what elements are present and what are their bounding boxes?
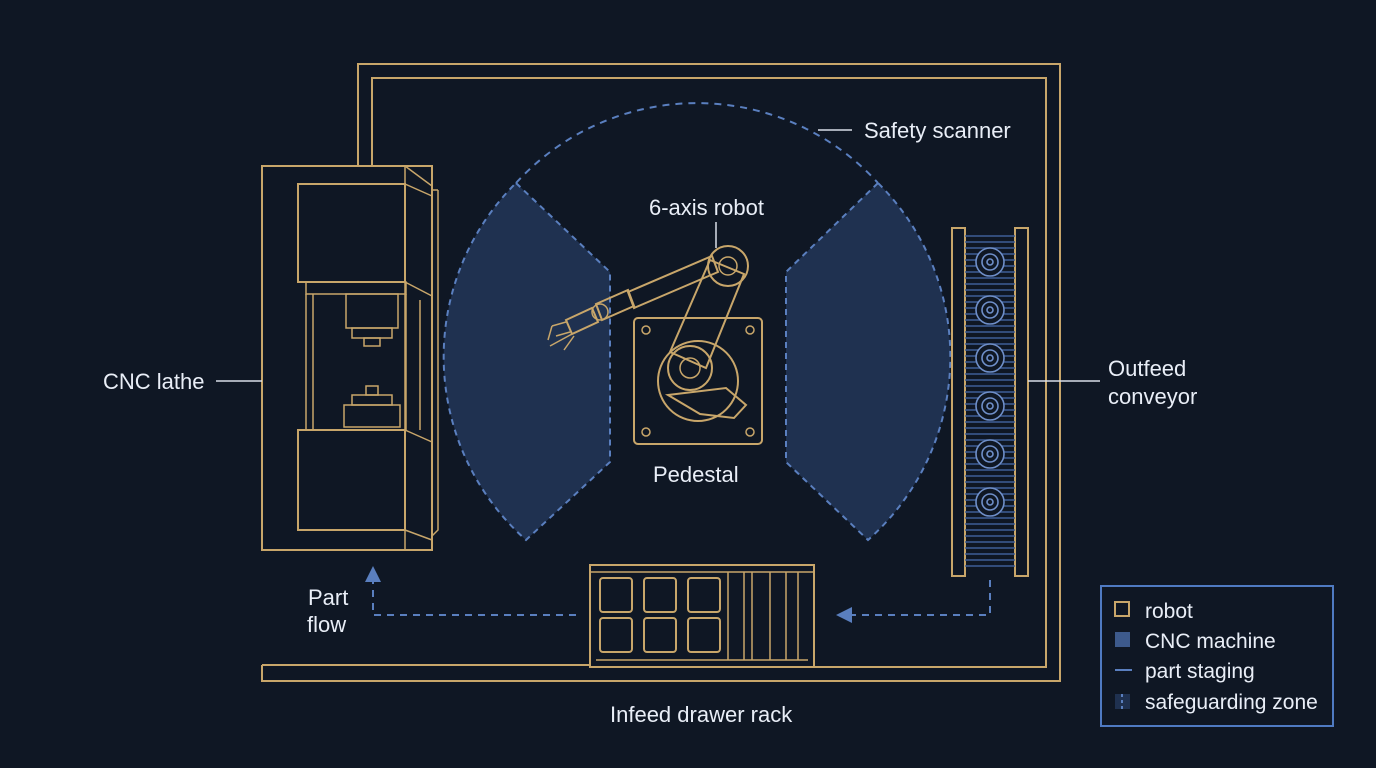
conveyor-roller	[981, 397, 999, 415]
pedestal-label: Pedestal	[653, 462, 739, 487]
legend-item-staging: part staging	[1145, 660, 1255, 683]
cnc-lathe	[261, 165, 439, 551]
legend-cnc-swatch	[1115, 632, 1130, 647]
part-flow-label-line1: Part	[308, 585, 348, 610]
safety-scanner-arc	[515, 102, 879, 184]
legend-item-cnc: CNC machine	[1145, 630, 1276, 653]
conveyor-roller	[981, 493, 999, 511]
infeed-label: Infeed drawer rack	[610, 702, 793, 727]
cnc-lathe-label: CNC lathe	[103, 369, 204, 394]
safeguarding-zone-right	[785, 181, 952, 542]
conveyor-roller	[986, 402, 994, 410]
pedestal	[633, 317, 763, 445]
conveyor-roller	[981, 253, 999, 271]
legend-item-zone: safeguarding zone	[1145, 691, 1318, 714]
six-axis-robot	[547, 245, 749, 420]
outfeed-label-line1: Outfeed	[1108, 356, 1186, 381]
arrow-left-icon	[836, 607, 852, 623]
conveyor-roller	[986, 258, 994, 266]
conveyor-roller	[975, 247, 1005, 277]
outfeed-conveyor	[951, 227, 1029, 577]
conveyor-roller	[975, 391, 1005, 421]
conveyor-roller	[986, 306, 994, 314]
conveyor-roller	[975, 343, 1005, 373]
conveyor-roller	[975, 439, 1005, 469]
outfeed-label-line2: conveyor	[1108, 384, 1197, 409]
conveyor-roller	[975, 487, 1005, 517]
conveyor-roller	[981, 301, 999, 319]
conveyor-roller	[981, 445, 999, 463]
conveyor-roller	[986, 498, 994, 506]
safety-scanner-label: Safety scanner	[864, 118, 1011, 143]
conveyor-roller	[981, 349, 999, 367]
conveyor-roller	[986, 354, 994, 362]
legend: robot CNC machine part staging safeguard…	[1100, 585, 1334, 727]
conveyor-rollers	[975, 247, 1005, 517]
conveyor-roller	[986, 450, 994, 458]
part-flow-label-line2: flow	[307, 612, 346, 637]
legend-item-robot: robot	[1145, 600, 1193, 623]
robot-label: 6-axis robot	[649, 195, 764, 220]
part-flow-path	[365, 566, 991, 623]
conveyor-roller	[975, 295, 1005, 325]
legend-robot-swatch	[1114, 601, 1130, 617]
arrow-up-icon	[365, 566, 381, 582]
infeed-drawer-rack	[589, 564, 815, 668]
cell-fence	[261, 63, 1061, 682]
safeguarding-zone-left	[442, 181, 611, 542]
